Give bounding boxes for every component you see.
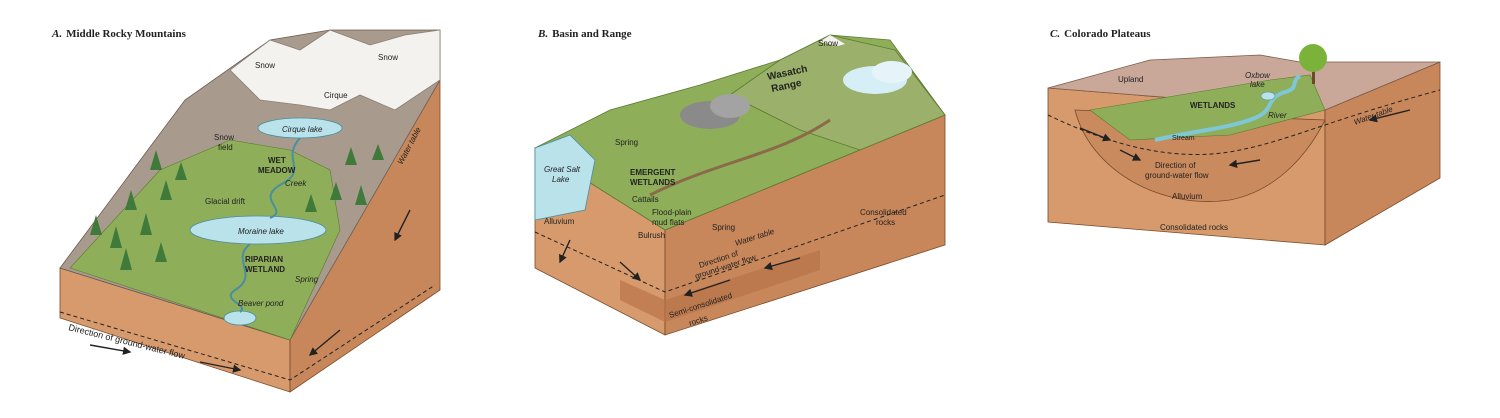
snow-peaks <box>229 29 441 111</box>
label-alluvium: Alluvium <box>544 217 575 226</box>
lower-creek <box>229 243 251 313</box>
oxbow-lake <box>1260 91 1276 101</box>
water-table-line <box>59 284 436 381</box>
label-wet-meadow-2: MEADOW <box>258 166 296 175</box>
flow-arrow <box>1079 127 1112 142</box>
label-snow-field-2: field <box>218 143 233 152</box>
flow-arrow <box>683 279 731 297</box>
flow-arrow <box>394 209 411 242</box>
panel-a-diagram: Snow Snow Cirque Snow field Cirque lake … <box>59 29 441 393</box>
label-cattails: Cattails <box>632 195 659 204</box>
label-bulrush: Bulrush <box>638 231 665 240</box>
moraine-lake <box>189 215 327 245</box>
label-oxbow-2: lake <box>1250 80 1265 89</box>
label-direction-1: Direction of <box>1155 161 1196 170</box>
creek <box>269 137 301 219</box>
label-direction-2: ground-water flow <box>1145 171 1209 180</box>
label-spring-bottom: Spring <box>712 223 735 232</box>
panel-a-title: A.Middle Rocky Mountains <box>52 28 186 40</box>
snow-cloud-top <box>872 61 912 83</box>
flow-arrow <box>763 257 801 271</box>
label-emergent-1: EMERGENT <box>630 168 675 177</box>
label-river: River <box>1268 111 1287 120</box>
label-snow-left: Snow <box>255 61 275 70</box>
label-wetlands: WETLANDS <box>1190 101 1236 110</box>
label-stream: Stream <box>1172 135 1195 142</box>
label-great-salt-1: Great Salt <box>544 165 581 174</box>
label-oxbow-1: Oxbow <box>1245 71 1271 80</box>
panel-c-diagram: Upland Oxbow lake WETLANDS River Stream … <box>1047 44 1441 246</box>
trees <box>90 144 384 270</box>
water-table-line <box>534 194 946 293</box>
label-moraine-lake: Moraine lake <box>238 227 284 236</box>
label-upland: Upland <box>1118 75 1143 84</box>
panel-colorado-plateaus: C.Colorado Plateaus Upland Oxbow <box>1000 0 1500 418</box>
label-consolidated: Consolidated rocks <box>1160 223 1228 232</box>
panel-a-letter: A. <box>52 28 63 40</box>
label-snow: Snow <box>818 39 838 48</box>
panel-basin-and-range: B.Basin and Range Snow <box>500 0 1000 418</box>
panel-middle-rocky-mountains: A.Middle Rocky Mountains <box>0 0 500 418</box>
panel-a-title-text: Middle Rocky Mountains <box>66 28 186 40</box>
label-consolidated-1: Consolidated <box>860 208 907 217</box>
label-glacial-drift: Glacial drift <box>205 197 246 206</box>
label-emergent-2: WETLANDS <box>630 178 676 187</box>
panel-b-title: B.Basin and Range <box>538 28 632 40</box>
tree-crown <box>1299 44 1327 72</box>
panel-c-title: C.Colorado Plateaus <box>1050 28 1151 40</box>
label-snow-field-1: Snow <box>214 133 234 142</box>
great-salt-lake <box>534 134 596 221</box>
label-flood-plain-1: Flood-plain <box>652 208 692 217</box>
label-cirque-lake: Cirque lake <box>282 125 323 134</box>
tree-trunk <box>1312 62 1315 84</box>
label-consolidated-2: rocks <box>876 218 895 227</box>
panel-c-title-text: Colorado Plateaus <box>1064 28 1151 40</box>
flow-arrow <box>1368 109 1411 123</box>
panel-c-letter: C. <box>1050 28 1061 40</box>
flow-arrow <box>89 344 132 355</box>
beaver-pond <box>223 310 257 326</box>
canyon-stream <box>649 118 831 197</box>
label-spring-top: Spring <box>615 138 638 147</box>
panel-b-title-text: Basin and Range <box>552 28 632 40</box>
label-cirque: Cirque <box>324 91 348 100</box>
panel-b-letter: B. <box>538 28 549 40</box>
flow-arrow <box>559 239 571 264</box>
river <box>1154 74 1302 142</box>
valley-wetlands <box>1089 74 1326 141</box>
flow-arrow <box>619 261 642 281</box>
label-creek: Creek <box>285 179 307 188</box>
flow-arrow <box>1119 149 1142 161</box>
label-great-salt-2: Lake <box>552 175 570 184</box>
flow-arrow <box>199 361 242 373</box>
storm-cloud-top <box>710 94 750 118</box>
label-flood-plain-2: mud flats <box>652 218 684 227</box>
label-riparian-1: RIPARIAN <box>245 255 283 264</box>
panel-b-diagram: Snow Wasatch Range Spring Great Salt Lak… <box>534 34 946 336</box>
label-beaver-pond: Beaver pond <box>238 299 284 308</box>
flow-arrow <box>1228 159 1261 168</box>
snow-cap <box>820 35 845 46</box>
label-alluvium: Alluvium <box>1172 192 1203 201</box>
label-snow-right: Snow <box>378 53 398 62</box>
flow-arrow <box>308 329 341 356</box>
label-wet-meadow-1: WET <box>268 156 286 165</box>
label-spring: Spring <box>295 275 319 284</box>
label-riparian-2: WETLAND <box>245 265 285 274</box>
